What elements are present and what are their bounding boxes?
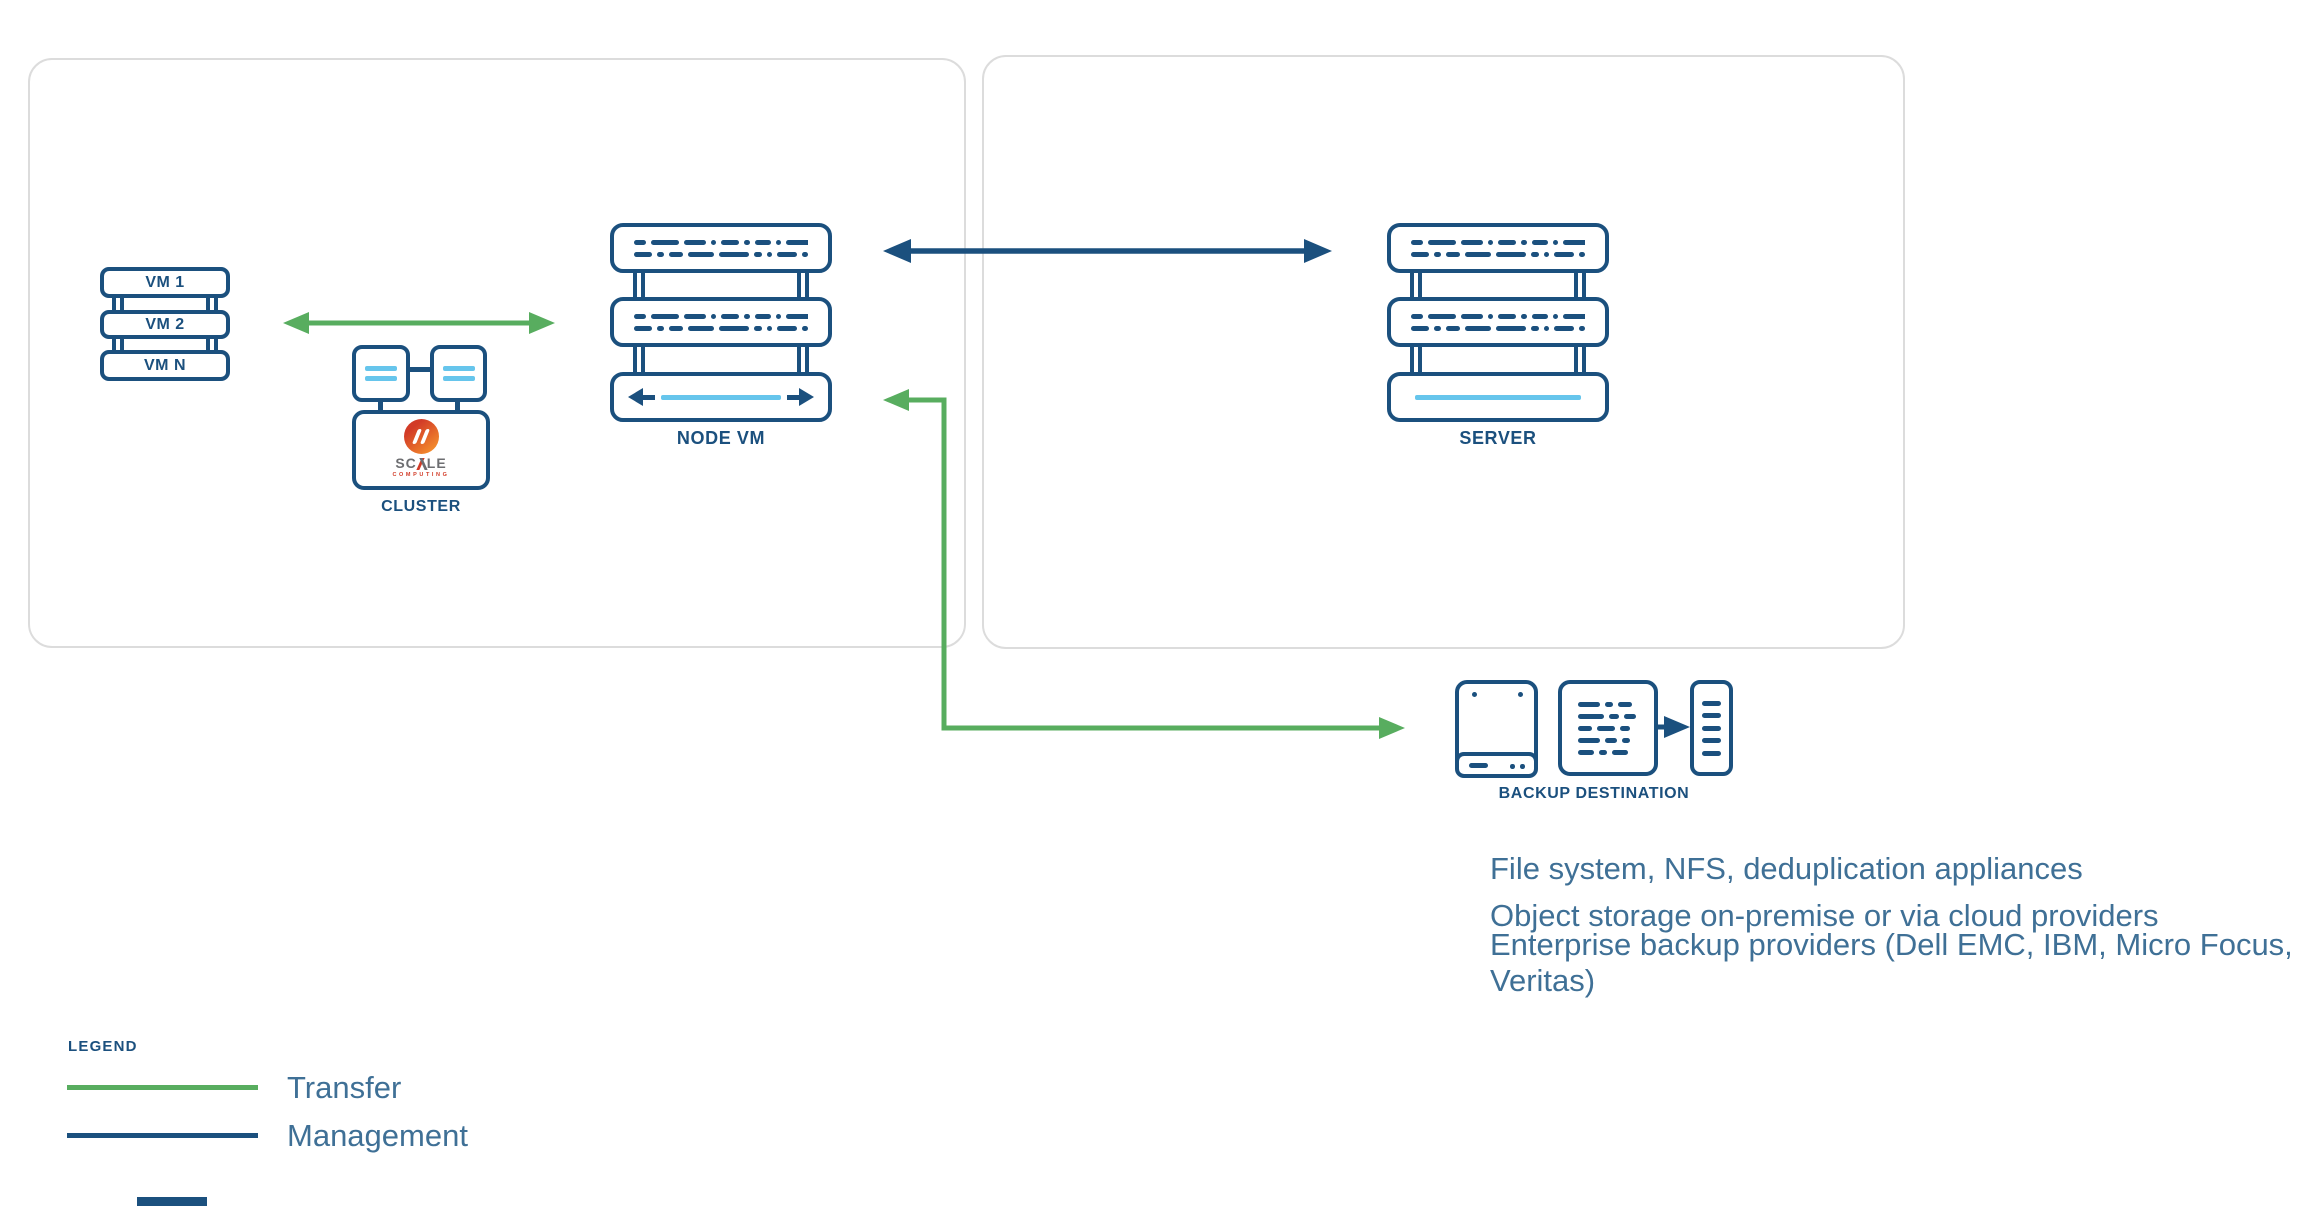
cluster-node-icon [430, 345, 487, 402]
backup-flow-arrow [1655, 716, 1690, 738]
cluster-label: CLUSTER [381, 498, 461, 515]
server-connector [797, 341, 809, 375]
logo-text: LE [426, 455, 447, 471]
logo-text: SC [395, 455, 417, 471]
server-icon [1387, 223, 1609, 449]
logo-subtext: COMPUTING [392, 472, 450, 478]
vm-row: VM 1 [100, 267, 230, 298]
server-connector [1410, 341, 1422, 375]
storage-appliance-base [1455, 752, 1538, 778]
legend-item-transfer: Transfer [287, 1070, 402, 1105]
backup-description-list: File system, NFS, deduplication applianc… [1490, 845, 2300, 998]
scale-computing-logo-icon [403, 419, 439, 454]
server-connector [797, 267, 809, 301]
vm-row: VM 2 [100, 310, 230, 339]
tape-list-icon [1690, 680, 1733, 776]
server-unit [1387, 223, 1609, 273]
server-connector [1574, 267, 1586, 301]
cluster-node-icon [352, 345, 410, 402]
description-line: File system, NFS, deduplication applianc… [1490, 850, 2083, 886]
vm-connector [112, 335, 124, 353]
vm-row: VM N [100, 350, 230, 381]
server-unit [1387, 297, 1609, 347]
server-connector [1410, 267, 1422, 301]
transfer-bar [661, 394, 781, 400]
vm-connector [112, 294, 124, 312]
backup-destination-label: BACKUP DESTINATION [1498, 785, 1690, 802]
description-line: Object storage on-premise or via cloud p… [1490, 897, 2159, 933]
cropped-element [137, 1197, 207, 1206]
server-unit [610, 297, 832, 347]
node-vm-icon [610, 223, 832, 449]
server-unit [1387, 372, 1609, 422]
cluster-connector [378, 398, 383, 414]
vm-label: VM 2 [145, 315, 185, 333]
server-unit-transfer [610, 372, 832, 422]
server-connector [633, 341, 645, 375]
vm-label: VM 1 [145, 273, 185, 291]
server-connector [633, 267, 645, 301]
description-line: Enterprise backup providers (Dell EMC, I… [1490, 926, 2293, 998]
vm-label: VM N [144, 356, 186, 374]
cluster-connector [406, 367, 434, 372]
vm-connector [206, 335, 218, 353]
right-arrow-icon [799, 388, 814, 406]
server-connector [1574, 341, 1586, 375]
cluster-chassis: SC LE COMPUTING [352, 410, 490, 490]
vm-connector [206, 294, 218, 312]
status-bar [1415, 394, 1581, 400]
server-label: SERVER [1459, 428, 1537, 448]
legend-title: LEGEND [68, 1038, 138, 1055]
left-arrow-icon [628, 388, 643, 406]
cluster-connector [455, 398, 460, 414]
management-line-swatch [67, 1133, 258, 1138]
server-unit [610, 223, 832, 273]
file-data-icon [1558, 680, 1658, 776]
node-vm-label: NODE VM [676, 428, 766, 448]
scale-logo-wordmark: SC LE [395, 456, 446, 471]
transfer-line-swatch [67, 1085, 258, 1090]
legend-item-management: Management [287, 1118, 468, 1153]
